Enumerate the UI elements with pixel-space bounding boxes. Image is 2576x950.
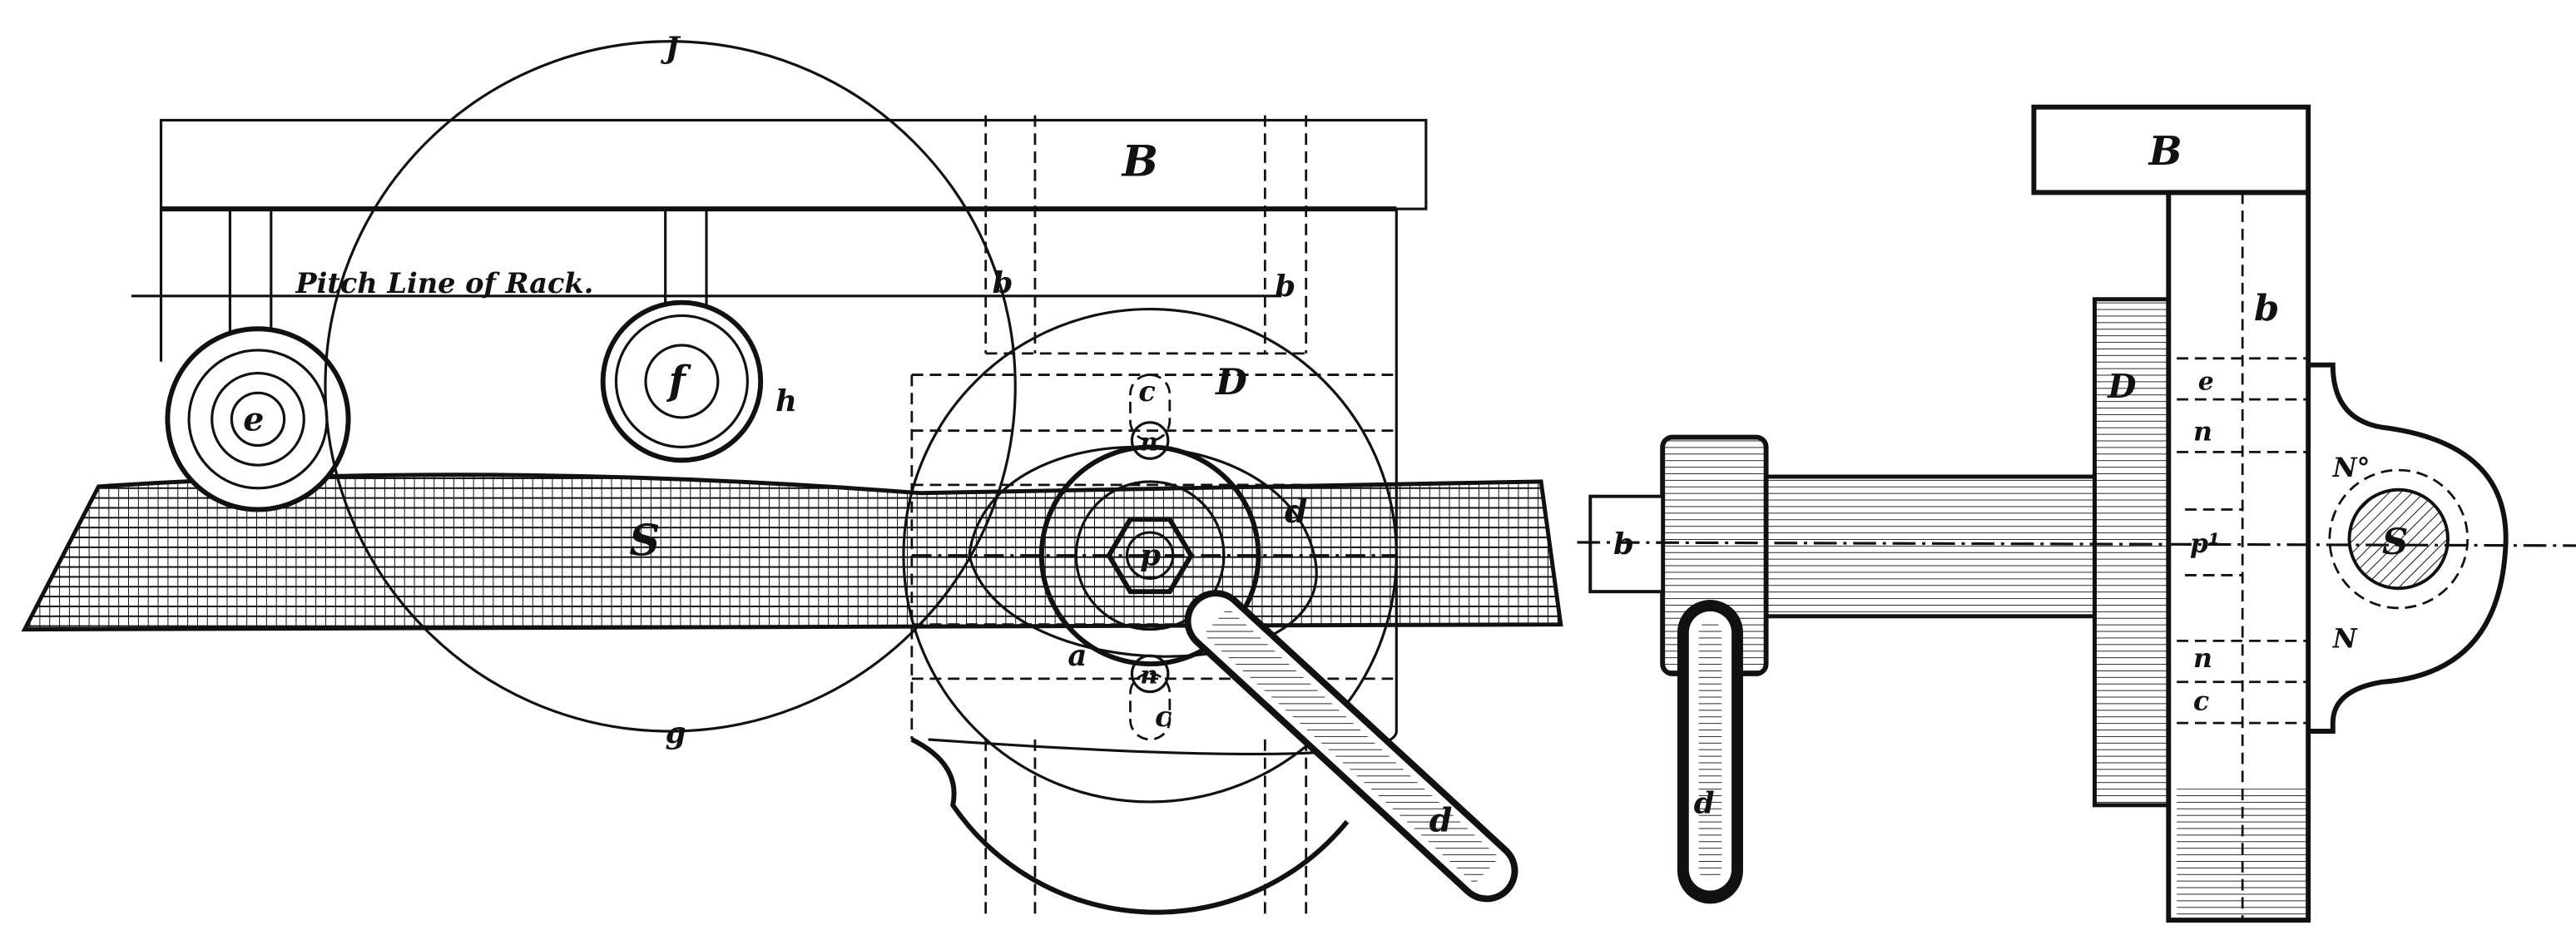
hub-outer bbox=[1038, 444, 1261, 667]
side-label-c: c bbox=[2193, 685, 2209, 716]
side-label-S: S bbox=[2382, 521, 2408, 563]
side-label-N-bottom: N bbox=[2332, 623, 2358, 654]
side-label-b: b bbox=[2254, 287, 2279, 329]
side-label-d: d bbox=[1694, 787, 1715, 821]
side-hidden-lines bbox=[2177, 192, 2309, 921]
pin-n-top bbox=[1130, 421, 1170, 460]
label-p: p bbox=[1140, 539, 1161, 573]
side-bracket bbox=[2308, 362, 2509, 734]
label-g: g bbox=[666, 716, 686, 750]
side-handle-d bbox=[1677, 600, 1743, 904]
side-view: B b D e n p¹ n c N° N S d b bbox=[1577, 104, 2576, 923]
roller-hangers bbox=[228, 209, 708, 338]
roller-e bbox=[165, 326, 351, 512]
label-b-right: b bbox=[1275, 270, 1295, 304]
label-a: a bbox=[1068, 639, 1087, 673]
side-label-p1: p¹ bbox=[2190, 528, 2220, 559]
label-n-bottom: n bbox=[1140, 661, 1158, 690]
side-gear-D bbox=[2093, 297, 2171, 808]
frame-body bbox=[159, 209, 1398, 756]
label-b-left: b bbox=[993, 266, 1013, 300]
label-B: B bbox=[1121, 137, 1158, 187]
pin-n-bottom bbox=[1130, 654, 1170, 694]
label-c-bottom: c bbox=[1155, 700, 1172, 733]
label-n-top: n bbox=[1140, 427, 1158, 456]
side-center-line bbox=[1577, 541, 2576, 547]
side-shaft bbox=[1764, 474, 2097, 619]
frame-bar bbox=[159, 118, 1428, 210]
side-shaft-S bbox=[2347, 487, 2450, 591]
side-label-D: D bbox=[2107, 368, 2136, 406]
side-label-e: e bbox=[2198, 366, 2214, 395]
bracket-bottom bbox=[910, 737, 1350, 915]
side-label-n-top: n bbox=[2193, 417, 2212, 448]
slot-c-top bbox=[1129, 374, 1172, 442]
label-c-top: c bbox=[1138, 374, 1155, 408]
label-pitch-line: Pitch Line of Rack. bbox=[295, 266, 593, 299]
side-label-n-bottom: n bbox=[2193, 643, 2212, 674]
label-d-slot: d bbox=[1285, 492, 1308, 531]
label-handle-d: d bbox=[1429, 801, 1453, 839]
label-J: J bbox=[661, 31, 681, 65]
front-view: B b b Pitch Line of Rack. e f h D c n p … bbox=[21, 31, 1563, 921]
pitch-circle bbox=[324, 40, 1017, 733]
side-label-N-top: N° bbox=[2332, 453, 2370, 483]
side-shaft-clearance bbox=[2328, 468, 2469, 610]
roller-f bbox=[600, 299, 764, 463]
handle-d bbox=[1184, 590, 1518, 903]
slot-c-bottom bbox=[1129, 672, 1172, 741]
label-D: D bbox=[1214, 361, 1247, 403]
side-label-pin-b: b bbox=[1613, 527, 1634, 562]
side-label-B: B bbox=[2147, 129, 2182, 175]
label-h: h bbox=[775, 384, 797, 418]
label-e: e bbox=[243, 401, 264, 439]
label-S: S bbox=[629, 517, 660, 567]
side-pin bbox=[1588, 494, 1665, 594]
